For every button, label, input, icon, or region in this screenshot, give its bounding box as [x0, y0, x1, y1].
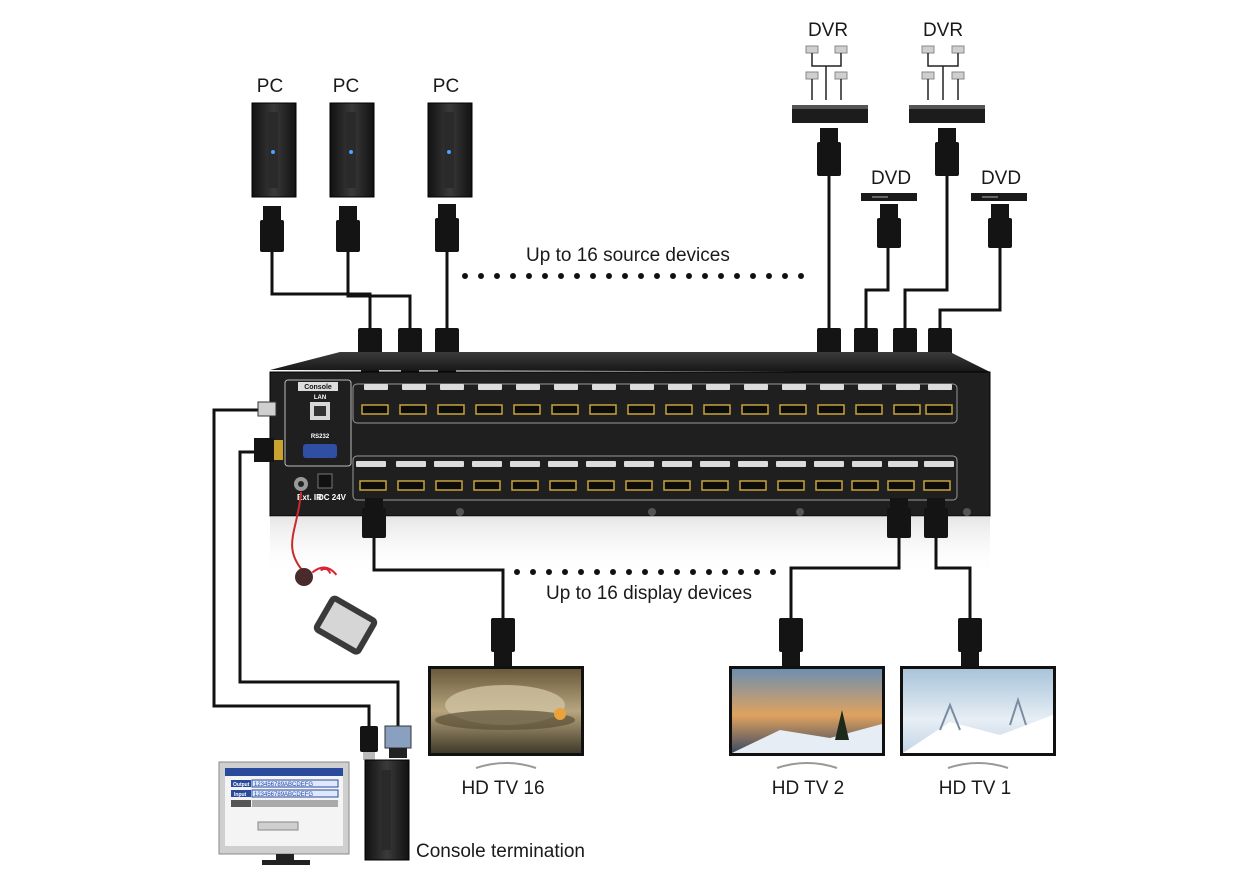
display-dots	[514, 569, 776, 575]
console-panel-text: Console LAN RS232 Ext. IR DC 24V	[297, 384, 347, 502]
matrix-chassis	[269, 352, 991, 576]
lan-port-label: LAN	[314, 395, 326, 401]
ir-remote-control	[311, 566, 378, 655]
pc-tower-2	[329, 102, 375, 198]
console-connectors	[254, 401, 412, 760]
ir-receiver-cable	[291, 491, 313, 586]
hdmi-plugs-bottom	[362, 498, 982, 666]
pc-label-3: PC	[432, 76, 460, 97]
dvd-player-1	[861, 193, 917, 201]
screen-output-label: Output	[233, 782, 250, 788]
tv1-label: HD TV 1	[938, 778, 1012, 799]
console-panel-title: Console	[304, 384, 332, 391]
screen-input-label: Input	[234, 792, 247, 798]
dc-power-label: DC 24V	[318, 493, 347, 502]
input-cables	[270, 176, 1002, 328]
pc-label-1: PC	[256, 76, 284, 97]
console-cables	[212, 408, 400, 728]
pc-tower-3	[427, 102, 473, 198]
tv16-label: HD TV 16	[461, 778, 545, 799]
dvr-label-1: DVR	[807, 20, 849, 41]
display-devices-caption: Up to 16 display devices	[546, 583, 752, 604]
tv2-label: HD TV 2	[771, 778, 845, 799]
console-pc-tower	[364, 759, 410, 861]
rs232-port-label: RS232	[311, 434, 330, 440]
console-termination-label: Console termination	[416, 841, 585, 862]
hdmi-input-ports	[361, 384, 953, 415]
chassis-feet	[456, 508, 971, 516]
console-monitor: Output Input 123456789ABCDEFG 123456789A…	[218, 761, 350, 865]
pc-tower-1	[251, 102, 297, 198]
tv-16	[428, 666, 584, 769]
hdmi-output-ports	[356, 461, 954, 491]
dvd-label-1: DVD	[870, 168, 912, 189]
ext-ir-label: Ext. IR	[297, 493, 322, 502]
screen-output-channels: 123456789ABCDEFG	[254, 782, 313, 788]
dvd-player-2	[971, 193, 1027, 201]
pc-label-2: PC	[332, 76, 360, 97]
tv-1	[900, 666, 1056, 769]
output-cables	[372, 538, 972, 618]
dvd-label-2: DVD	[980, 168, 1022, 189]
source-devices-caption: Up to 16 source devices	[526, 245, 730, 266]
source-dots	[462, 273, 804, 279]
tv-2	[729, 666, 885, 769]
dvr-label-2: DVR	[922, 20, 964, 41]
ext-ir-jack	[294, 473, 333, 491]
screen-input-channels: 123456789ABCDEFG	[254, 792, 313, 798]
dvr-unit-1	[792, 45, 868, 123]
hdmi-plugs-top	[260, 128, 1012, 372]
dvr-unit-2	[909, 45, 985, 123]
